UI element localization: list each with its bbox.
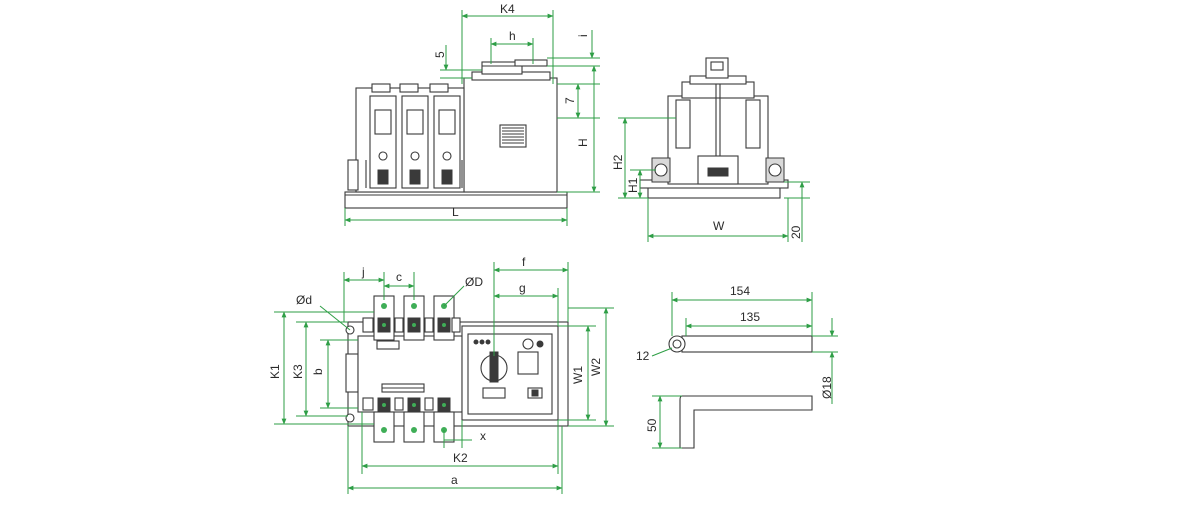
dim-OD: ØD: [465, 275, 483, 289]
dim-K2: K2: [453, 451, 468, 465]
dim-g: g: [519, 281, 526, 295]
dim-7: 7: [563, 97, 577, 104]
dim-j: j: [361, 265, 365, 279]
bottom-terminals: [362, 397, 455, 443]
controller-panel: [461, 325, 559, 421]
left-bolt: [651, 157, 671, 183]
dim-L: L: [452, 205, 459, 219]
front-dimensions: K4 h i 5 7 H: [344, 2, 600, 226]
handle-dimensions: 154 135 12 Ø18 50: [636, 284, 838, 449]
dim-f: f: [522, 255, 526, 269]
dim-50: 50: [645, 418, 659, 432]
dim-H1: H1: [626, 177, 640, 193]
dim-h: h: [509, 29, 516, 43]
pole-2: [401, 95, 429, 189]
dim-a: a: [451, 473, 458, 487]
side-view: H2 H1 W 20: [611, 57, 810, 242]
dim-135: 135: [740, 310, 760, 324]
dim-K1: K1: [268, 364, 282, 379]
dim-i: i: [576, 34, 590, 37]
dim-K4: K4: [500, 2, 515, 16]
dim-Od: Ød: [296, 293, 312, 307]
top-dimensions: j c ØD Ød f g K1: [268, 255, 614, 494]
dim-154: 154: [730, 284, 750, 298]
dim-5: 5: [433, 51, 447, 58]
dim-K3: K3: [291, 364, 305, 379]
pole-1: [369, 95, 397, 189]
top-terminals: [362, 295, 461, 341]
front-view: K4 h i 5 7 H: [344, 2, 600, 226]
dim-W2: W2: [589, 358, 603, 376]
dim-OD18: Ø18: [820, 376, 834, 399]
handle-top: [668, 335, 813, 353]
dim-12: 12: [636, 349, 650, 363]
dim-b: b: [311, 368, 325, 375]
right-bolt: [765, 157, 785, 183]
dim-H2: H2: [611, 154, 625, 170]
dim-20: 20: [789, 225, 803, 239]
top-view: j c ØD Ød f g K1: [268, 255, 614, 494]
dim-W1: W1: [571, 366, 585, 384]
side-dimensions: H2 H1 W 20: [611, 117, 810, 242]
vent-grille: [499, 124, 527, 148]
dim-H: H: [576, 138, 590, 147]
pole-3: [433, 95, 461, 189]
handle-view: 154 135 12 Ø18 50: [636, 284, 838, 449]
dim-x: x: [480, 429, 486, 443]
dim-W: W: [713, 219, 725, 233]
dim-c: c: [396, 270, 402, 284]
handle-bend: [679, 395, 813, 449]
